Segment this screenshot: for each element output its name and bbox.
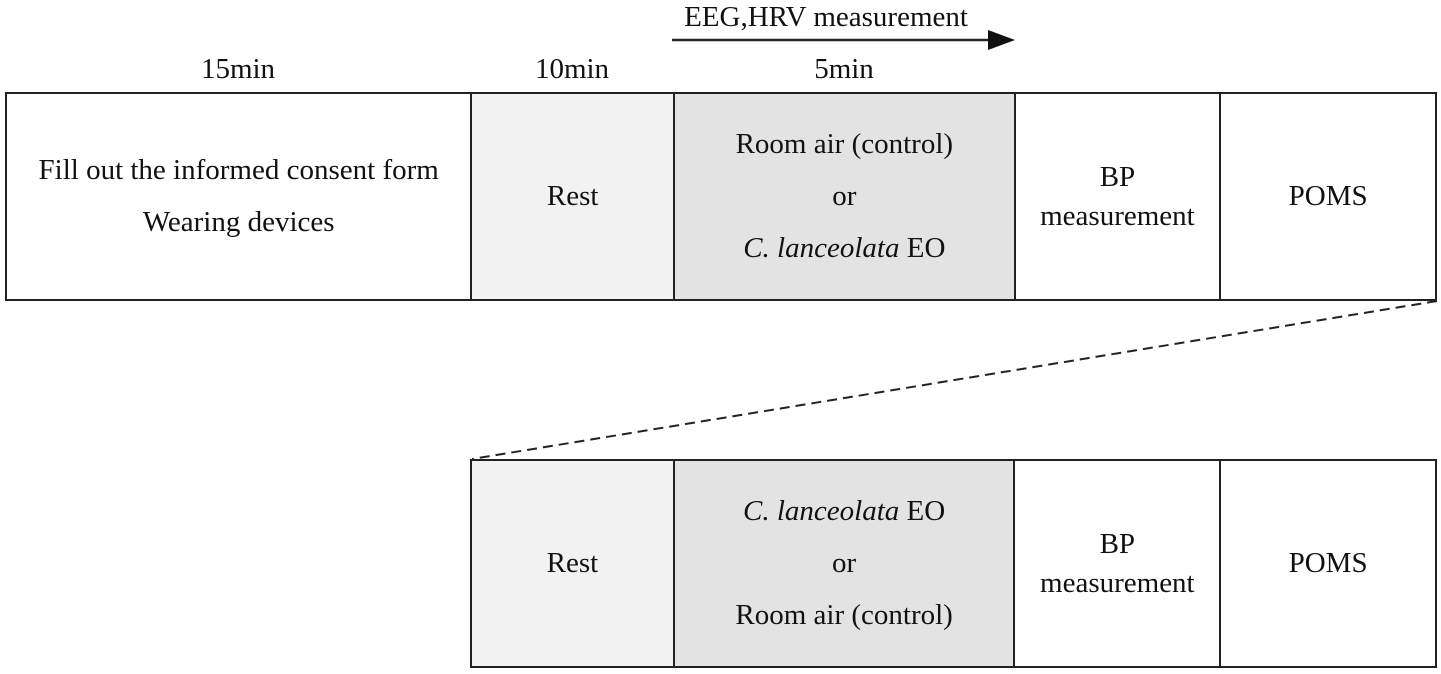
room-air-text: Room air (control) [735, 128, 954, 160]
rest-block: Rest [472, 461, 675, 666]
species-name: C. lanceolata [743, 232, 900, 264]
poms-text: POMS [1288, 180, 1368, 212]
or-text: or [832, 180, 857, 212]
rest-text: Rest [546, 180, 599, 212]
rest-block: Rest [472, 94, 676, 299]
exposure-block: C. lanceolata EO or Room air (control) [674, 461, 1016, 666]
poms-block: POMS [1221, 461, 1437, 666]
measurement-label: EEG,HRV measurement [684, 1, 968, 33]
eo-suffix: EO [899, 232, 946, 264]
poms-block: POMS [1221, 94, 1437, 299]
bp-text: BP [1099, 527, 1136, 560]
session2-row: Rest C. lanceolata EO or Room air (contr… [470, 459, 1437, 668]
measurement-arrow-head [988, 30, 1015, 50]
duration-rest: 10min [534, 53, 610, 85]
eo-suffix: EO [899, 495, 946, 527]
duration-consent: 15min [200, 53, 276, 85]
session1-row: Fill out the informed consent form Weari… [5, 92, 1437, 301]
consent-text: Fill out the informed consent form [38, 154, 439, 186]
exposure-block: Room air (control) or C. lanceolata EO [675, 94, 1016, 299]
bp-block: BP measurement [1016, 94, 1222, 299]
poms-text: POMS [1288, 547, 1368, 579]
lanceolata-eo-text: C. lanceolata EO [743, 231, 945, 266]
measurement-text: measurement [1040, 566, 1195, 599]
room-air-text: Room air (control) [735, 599, 953, 631]
species-name: C. lanceolata [743, 495, 900, 527]
consent-block: Fill out the informed consent form Weari… [7, 94, 473, 299]
duration-exposure: 5min [814, 53, 874, 85]
bp-block: BP measurement [1015, 461, 1222, 666]
lanceolata-eo-text: C. lanceolata EO [743, 494, 945, 529]
zoom-dashed-line [471, 300, 1438, 460]
rest-text: Rest [546, 547, 599, 579]
or-text: or [832, 547, 857, 579]
measurement-text: measurement [1040, 199, 1195, 232]
bp-text: BP [1099, 160, 1136, 193]
wearing-devices-text: Wearing devices [142, 206, 335, 238]
